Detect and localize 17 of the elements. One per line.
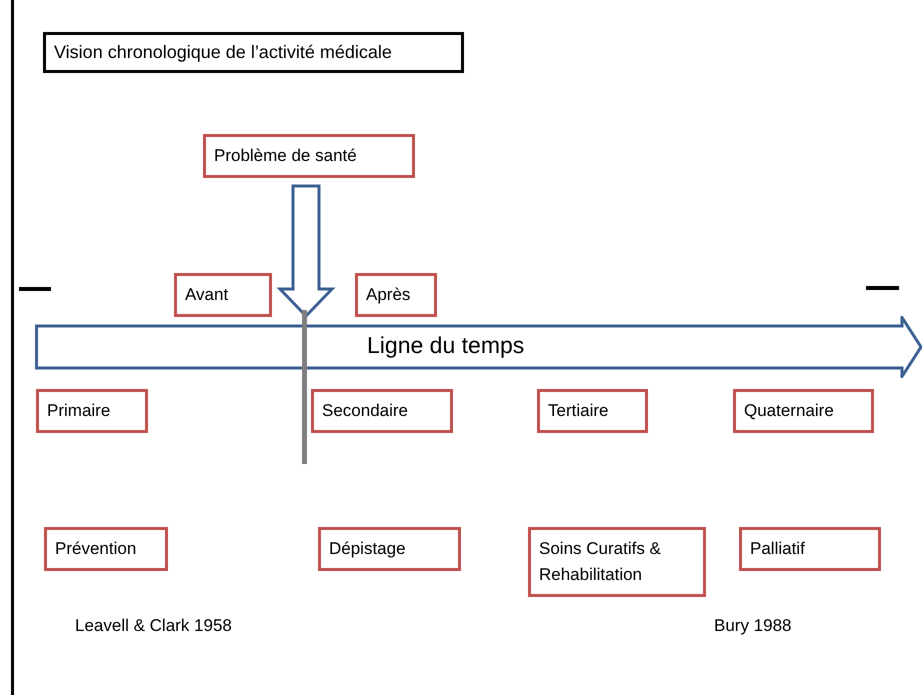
stage-box: Palliatif bbox=[739, 527, 881, 571]
stage-box: Quaternaire bbox=[733, 389, 874, 433]
stage-box: Soins Curatifs & Rehabilitation bbox=[528, 527, 706, 597]
stage-box: Problème de santé bbox=[203, 134, 415, 178]
title-box: Vision chronologique de l’activité médicale bbox=[43, 32, 464, 73]
citation-text: Bury 1988 bbox=[714, 615, 792, 637]
timeline-arrow bbox=[35, 316, 922, 378]
citation-text: Leavell & Clark 1958 bbox=[75, 615, 232, 637]
stage-box: Après bbox=[355, 273, 437, 317]
block-arrow bbox=[276, 184, 336, 318]
stage-box: Dépistage bbox=[318, 527, 461, 571]
stage-box: Primaire bbox=[36, 389, 148, 433]
stage-box: Secondaire bbox=[311, 389, 453, 433]
stage-box: Prévention bbox=[44, 527, 168, 571]
stage-box: Avant bbox=[174, 273, 272, 317]
timeline-label: Ligne du temps bbox=[367, 331, 524, 360]
stage-box: Tertiaire bbox=[537, 389, 648, 433]
